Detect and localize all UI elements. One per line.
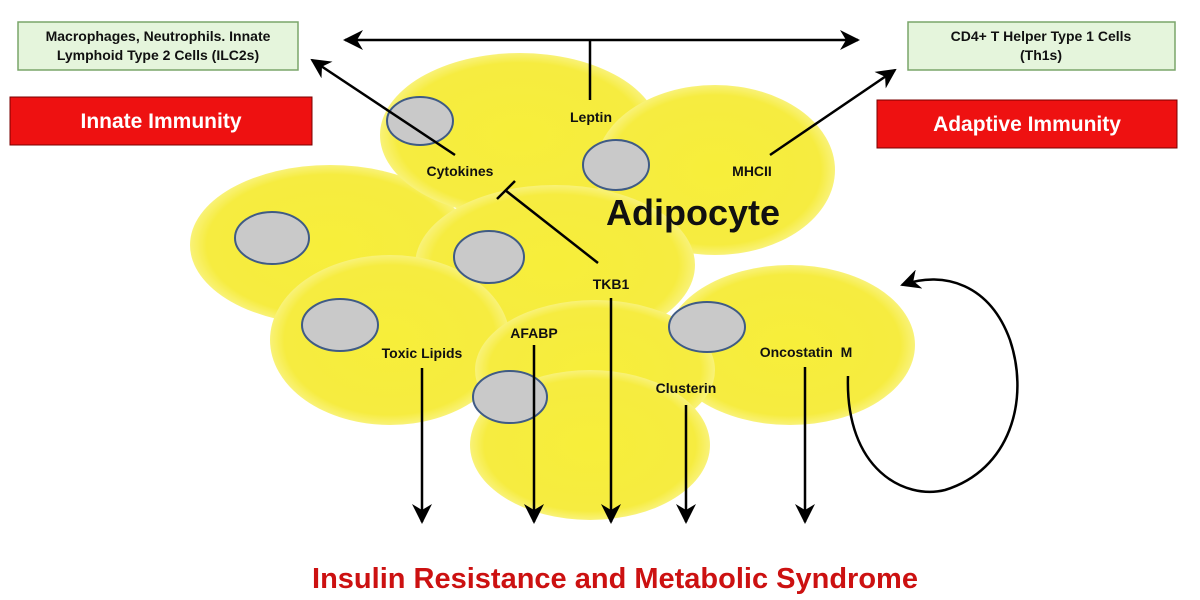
innate-cells-line2: Lymphoid Type 2 Cells (ILC2s) — [57, 47, 259, 63]
connectors — [310, 30, 1019, 524]
nucleus — [453, 230, 525, 284]
nucleus — [668, 301, 746, 353]
footer-title: Insulin Resistance and Metabolic Syndrom… — [312, 563, 918, 595]
afabp-label: AFABP — [510, 325, 557, 341]
inhibition-bar — [496, 180, 516, 200]
oncostatin-autocrine-loop-arrow — [846, 269, 1019, 494]
innate-cells-line1: Macrophages, Neutrophils. Innate — [46, 28, 271, 44]
nucleus — [301, 298, 379, 352]
mhcii-to-adaptive-arrow — [769, 68, 897, 157]
clusterin-label: Clusterin — [656, 380, 717, 396]
adaptive-immunity-banner: Adaptive Immunity — [876, 99, 1178, 149]
innate-immunity-label: Innate Immunity — [80, 110, 241, 133]
innate-immunity-banner: Innate Immunity — [9, 96, 313, 146]
adaptive-cells-line1: CD4+ T Helper Type 1 Cells — [951, 28, 1132, 44]
mhcii-label: MHCII — [732, 163, 772, 179]
cytokines-label: Cytokines — [427, 163, 494, 179]
cytokines-to-innate-arrow — [310, 58, 456, 157]
tkb1-inhibits-cytokines — [504, 189, 599, 264]
leptin-label: Leptin — [570, 109, 612, 125]
adaptive-cells-line2: (Th1s) — [1020, 47, 1062, 63]
innate-cells-box: Macrophages, Neutrophils. Innate Lymphoi… — [17, 21, 299, 71]
oncostatin-label: Oncostatin M — [760, 344, 853, 360]
adaptive-immunity-label: Adaptive Immunity — [933, 113, 1121, 136]
nucleus — [582, 139, 650, 191]
adaptive-cells-box: CD4+ T Helper Type 1 Cells (Th1s) — [907, 21, 1176, 71]
adipocyte-title: Adipocyte — [606, 192, 780, 233]
nuclei — [234, 96, 746, 424]
toxic-lipids-label: Toxic Lipids — [382, 345, 463, 361]
nucleus — [472, 370, 548, 424]
tkb1-label: TKB1 — [593, 276, 630, 292]
adipocyte-cell-lower-left — [270, 255, 510, 425]
labels: Leptin Cytokines MHCII Adipocyte TKB1 To… — [382, 109, 853, 396]
nucleus — [386, 96, 454, 146]
nucleus — [234, 211, 310, 265]
